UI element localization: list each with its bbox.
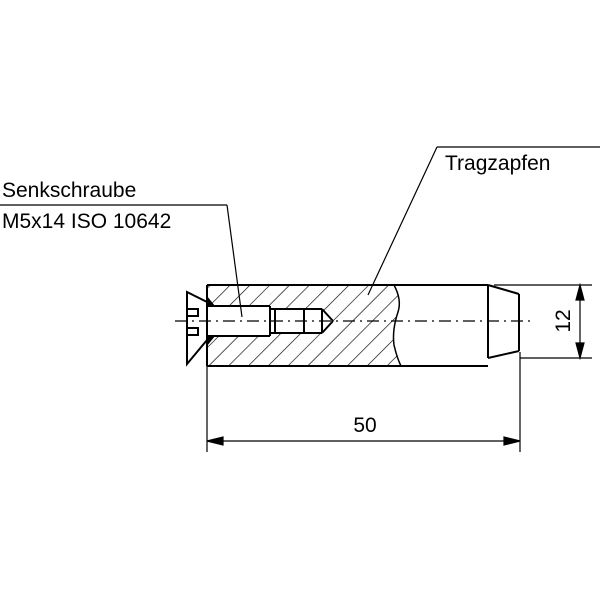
pin-callout-leader [367, 146, 600, 296]
dimension-diameter-label: 12 [552, 309, 575, 332]
screw-callout-leader [0, 204, 243, 318]
pin-label: Tragzapfen [445, 152, 550, 175]
screw-head [186, 290, 208, 367]
dimension-diameter [494, 282, 592, 361]
dimension-length-label: 50 [353, 414, 376, 437]
dimension-length [206, 352, 521, 452]
screw-label-line2: M5x14 ISO 10642 [2, 210, 171, 233]
screw-label-line1: Senkschraube [2, 179, 136, 202]
